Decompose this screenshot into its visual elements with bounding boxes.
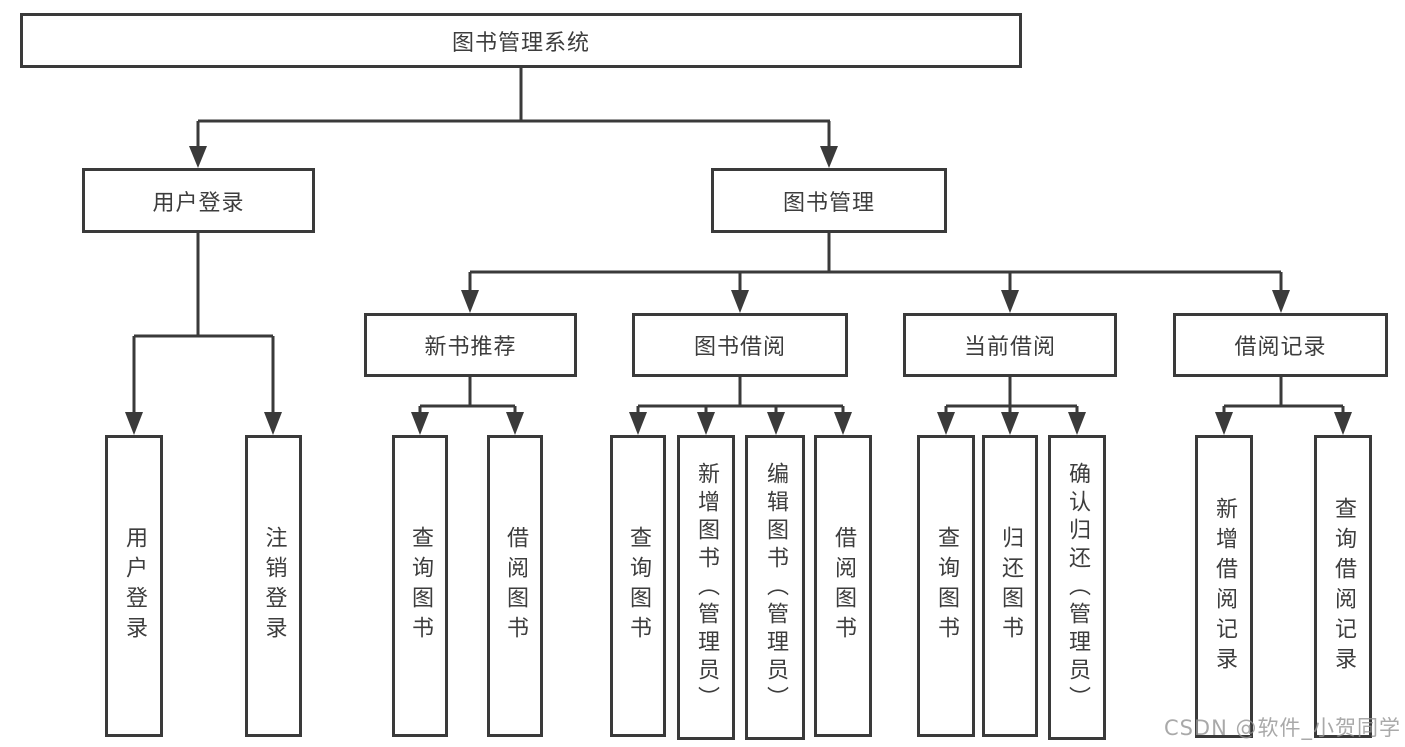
leaf-borrow-edit-books-admin: 编辑图书（管理员） xyxy=(745,435,805,740)
node-user-login: 用户登录 xyxy=(82,168,315,233)
leaf-user-login: 用户登录 xyxy=(105,435,163,737)
node-root-label: 图书管理系统 xyxy=(451,30,590,56)
node-current-borrow: 当前借阅 xyxy=(903,313,1117,377)
node-root: 图书管理系统 xyxy=(20,13,1022,68)
connector-root-to-level2 xyxy=(196,68,831,150)
node-book-borrow: 图书借阅 xyxy=(632,313,848,377)
leaf-current-query-books: 查询图书 xyxy=(917,435,975,737)
connector-userlogin-to-leaves xyxy=(132,233,275,415)
leaf-logout: 注销登录 xyxy=(245,435,302,737)
leaf-current-return-books: 归还图书 xyxy=(982,435,1038,737)
node-user-login-label: 用户登录 xyxy=(152,190,245,216)
node-borrow-records: 借阅记录 xyxy=(1173,313,1388,377)
node-borrow-records-label: 借阅记录 xyxy=(1234,335,1327,360)
node-new-book-recommend-label: 新书推荐 xyxy=(424,335,517,360)
connector-borrow-to-leaves xyxy=(636,377,845,415)
leaf-newbook-borrow-books: 借阅图书 xyxy=(487,435,543,737)
node-book-management: 图书管理 xyxy=(711,168,947,233)
leaf-records-query-record: 查询借阅记录 xyxy=(1314,435,1372,738)
connector-current-to-leaves xyxy=(944,377,1079,415)
csdn-watermark: CSDN @软件_小贺同学 xyxy=(1163,716,1401,740)
leaf-current-confirm-return-admin: 确认归还（管理员） xyxy=(1048,435,1106,740)
node-current-borrow-label: 当前借阅 xyxy=(963,335,1056,360)
leaf-borrow-add-books-admin: 新增图书（管理员） xyxy=(677,435,735,740)
node-book-borrow-label: 图书借阅 xyxy=(693,335,786,360)
node-new-book-recommend: 新书推荐 xyxy=(364,313,577,377)
node-book-management-label: 图书管理 xyxy=(782,190,875,216)
leaf-newbook-query-books: 查询图书 xyxy=(392,435,448,737)
leaf-records-add-record: 新增借阅记录 xyxy=(1195,435,1253,738)
connector-newbook-to-leaves xyxy=(418,377,517,415)
leaf-borrow-borrow-books: 借阅图书 xyxy=(814,435,872,737)
connector-records-to-leaves xyxy=(1222,377,1345,415)
connector-bookmgmt-to-level3 xyxy=(468,233,1283,293)
leaf-borrow-query-books: 查询图书 xyxy=(610,435,666,737)
